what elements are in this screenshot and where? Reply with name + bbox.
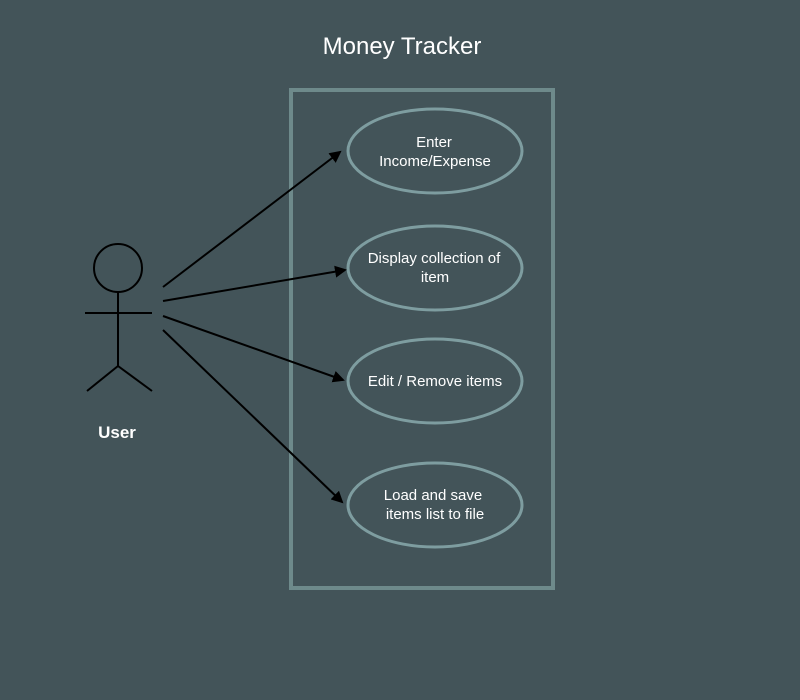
use-case-label-line: Income/Expense [379,153,491,170]
association-arrow-uc1 [162,150,342,288]
use-case-label-line: Enter [416,134,452,151]
use-case-edit-remove-items[interactable]: Edit / Remove items [346,337,524,425]
use-case-load-save-file[interactable]: Load and save items list to file [346,461,524,549]
diagram-title: Money Tracker [323,33,482,60]
use-case-label-line: Load and save [384,487,482,504]
use-case-label-line: items list to file [386,506,484,523]
actor-user-figure [85,243,153,392]
actor-right-leg [117,365,153,392]
use-case-label-line: Edit / Remove items [368,373,502,390]
system-boundary [289,88,555,590]
association-arrow-uc2 [162,265,347,302]
use-case-label-line: item [421,269,449,286]
use-case-label-line: Display collection of [368,250,501,267]
actor-head [93,243,143,293]
actor-label: User [98,423,136,442]
actor-left-leg [86,365,119,392]
association-arrow-uc3 [162,315,345,383]
association-arrow-uc4 [162,329,344,504]
use-case-enter-income-expense[interactable]: Enter Income/Expense [346,107,524,195]
use-case-ellipse[interactable] [346,107,524,195]
use-case-display-collection[interactable]: Display collection of item [346,224,524,312]
use-case-ellipse[interactable] [346,461,524,549]
use-case-ellipse[interactable] [346,224,524,312]
use-case-ellipse[interactable] [346,337,524,425]
associations [162,150,347,504]
